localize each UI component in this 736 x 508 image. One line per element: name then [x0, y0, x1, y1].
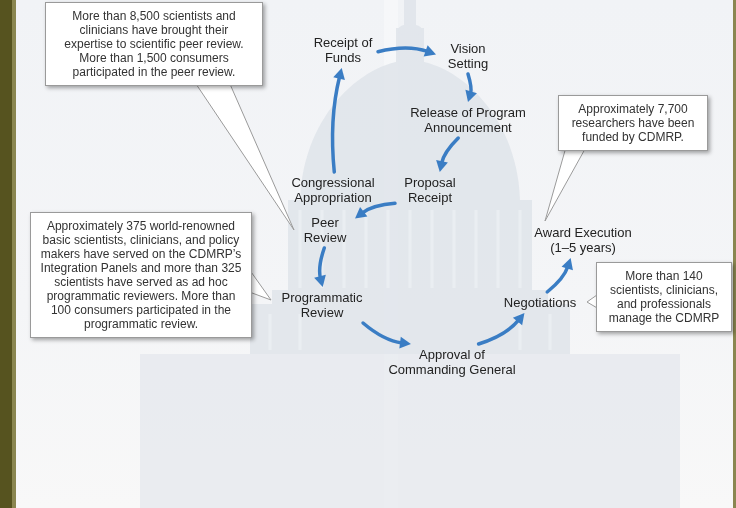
callout-box: Approximately 7,700 researchers have bee…: [558, 95, 708, 151]
arrow-line: [442, 138, 459, 163]
callout-text: Approximately 375 world-renowned basic s…: [39, 219, 243, 331]
callout-tail: [545, 140, 590, 221]
process-step: Programmatic Review: [275, 290, 369, 320]
right-strip: [733, 0, 736, 508]
process-step: Proposal Receipt: [398, 175, 462, 205]
arrow-head: [513, 313, 525, 325]
callout-box: Approximately 375 world-renowned basic s…: [30, 212, 252, 338]
process-step: Award Execution (1–5 years): [526, 225, 640, 255]
arrow-line: [547, 267, 568, 292]
callout-tails: [190, 75, 604, 312]
cycle-arrow: [479, 313, 525, 344]
callout-text: More than 8,500 scientists and clinician…: [54, 9, 254, 79]
arrow-line: [378, 48, 428, 52]
cycle-arrow: [436, 138, 458, 172]
arrow-line: [333, 77, 340, 172]
arrow-head: [333, 68, 345, 80]
step-label: Approval of Commanding General: [385, 347, 519, 377]
callout-box: More than 8,500 scientists and clinician…: [45, 2, 263, 86]
process-step: Peer Review: [298, 215, 352, 245]
step-label: Award Execution (1–5 years): [528, 225, 638, 255]
cycle-arrow: [314, 248, 326, 287]
cycle-arrow: [355, 203, 395, 218]
left-strip-edge: [12, 0, 16, 508]
process-step: Negotiations: [497, 295, 583, 310]
process-step: Receipt of Funds: [311, 35, 375, 65]
callout-tail: [190, 75, 294, 230]
arrow-head: [399, 337, 411, 349]
step-label: Negotiations: [499, 295, 581, 310]
process-step: Vision Setting: [439, 41, 497, 71]
cycle-arrow: [547, 258, 573, 292]
arrow-head: [465, 90, 476, 102]
arrow-head: [355, 207, 367, 218]
callout-text: Approximately 7,700 researchers have bee…: [567, 102, 699, 144]
cycle-arrow: [378, 45, 436, 56]
arrow-head: [424, 45, 436, 56]
arrow-line: [479, 320, 519, 344]
left-strip: [0, 0, 12, 508]
arrow-head: [562, 258, 573, 270]
step-label: Vision Setting: [441, 41, 495, 71]
arrow-head: [314, 275, 326, 287]
callout-box: More than 140 scientists, clinicians, an…: [596, 262, 732, 332]
cycle-arrow: [465, 74, 476, 102]
arrow-line: [363, 323, 402, 343]
process-step: Congressional Appropriation: [287, 175, 379, 205]
step-label: Peer Review: [300, 215, 350, 245]
step-label: Congressional Appropriation: [289, 175, 377, 205]
dome-columns: [270, 210, 550, 350]
arrow-head: [436, 160, 448, 172]
process-step: Approval of Commanding General: [383, 347, 521, 377]
step-label: Receipt of Funds: [313, 35, 373, 65]
step-label: Proposal Receipt: [400, 175, 460, 205]
cycle-arrow: [333, 68, 345, 172]
callout-text: More than 140 scientists, clinicians, an…: [605, 269, 723, 325]
cycle-arrow: [363, 323, 411, 349]
step-label: Programmatic Review: [277, 290, 367, 320]
arrow-line: [320, 248, 325, 278]
step-label: Release of Program Announcement: [402, 105, 534, 135]
process-step: Release of Program Announcement: [400, 105, 536, 135]
arrow-line: [468, 74, 471, 93]
